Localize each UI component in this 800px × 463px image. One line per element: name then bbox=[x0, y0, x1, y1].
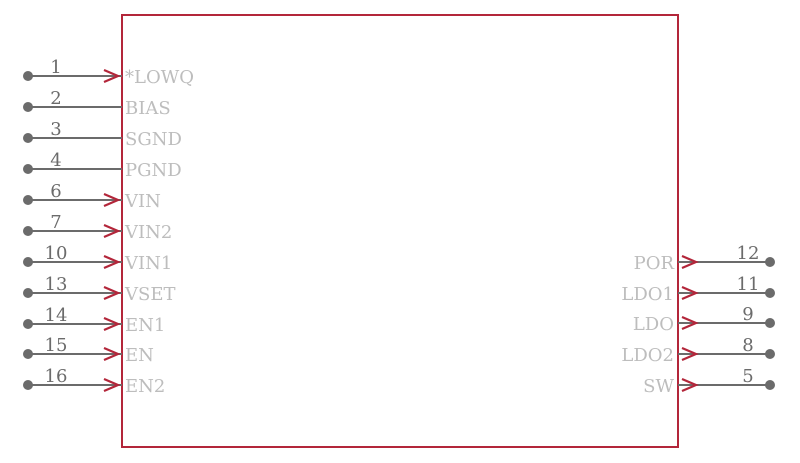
pin-9: 9 LDO bbox=[633, 304, 775, 335]
pin-endpoint-dot bbox=[23, 226, 33, 236]
pin-endpoint-dot bbox=[765, 380, 775, 390]
pin-endpoint-dot bbox=[23, 71, 33, 81]
pin-10: 10 VIN1 bbox=[23, 243, 172, 274]
input-arrow-icon bbox=[103, 316, 121, 332]
pin-3: 3 SGND bbox=[23, 119, 182, 150]
pin-number: 12 bbox=[737, 243, 760, 264]
pin-label: EN1 bbox=[125, 315, 165, 336]
pin-label: LDO1 bbox=[621, 284, 674, 305]
pin-endpoint-dot bbox=[765, 288, 775, 298]
pin-8: 8 LDO2 bbox=[621, 335, 775, 366]
pin-12: 12 POR bbox=[634, 243, 775, 274]
pin-label: SW bbox=[643, 376, 674, 397]
pin-label: VSET bbox=[124, 284, 175, 305]
output-arrow-icon bbox=[681, 346, 699, 362]
pin-16: 16 EN2 bbox=[23, 366, 165, 397]
pin-label: *LOWQ bbox=[125, 67, 194, 88]
input-arrow-icon bbox=[103, 377, 121, 393]
pin-number: 10 bbox=[45, 243, 68, 264]
pin-number: 11 bbox=[737, 274, 760, 295]
pin-endpoint-dot bbox=[23, 380, 33, 390]
output-arrow-icon bbox=[681, 315, 699, 331]
pin-endpoint-dot bbox=[23, 102, 33, 112]
pin-endpoint-dot bbox=[765, 257, 775, 267]
pin-number: 2 bbox=[50, 88, 61, 109]
pin-label: SGND bbox=[125, 129, 182, 150]
pin-number: 5 bbox=[742, 366, 753, 387]
pin-6: 6 VIN bbox=[23, 181, 161, 212]
pin-endpoint-dot bbox=[23, 164, 33, 174]
pin-label: VIN bbox=[124, 191, 161, 212]
pin-7: 7 VIN2 bbox=[23, 212, 172, 243]
pin-endpoint-dot bbox=[23, 195, 33, 205]
pin-15: 15 EN bbox=[23, 335, 154, 366]
pin-endpoint-dot bbox=[765, 318, 775, 328]
ic-body-outline bbox=[121, 14, 679, 448]
pin-14: 14 EN1 bbox=[23, 305, 165, 336]
left-pin-group: 1 *LOWQ 2 BIAS 3 SGND 4 PGND 6 VIN 7 VIN2 10 VIN1 13 VS… bbox=[23, 57, 194, 397]
pin-label: POR bbox=[634, 253, 675, 274]
pin-label: LDO2 bbox=[621, 345, 674, 366]
pin-endpoint-dot bbox=[23, 349, 33, 359]
pin-number: 9 bbox=[742, 304, 753, 325]
pin-13: 13 VSET bbox=[23, 274, 175, 305]
pin-number: 14 bbox=[45, 305, 68, 326]
pin-number: 6 bbox=[50, 181, 61, 202]
pin-endpoint-dot bbox=[765, 349, 775, 359]
pin-label: LDO bbox=[633, 314, 674, 335]
pin-number: 4 bbox=[50, 150, 61, 171]
pin-label: BIAS bbox=[125, 98, 171, 119]
right-pin-group: 12 POR 11 LDO1 9 LDO 8 LDO2 5 SW bbox=[621, 243, 775, 397]
pin-2: 2 BIAS bbox=[23, 88, 171, 119]
pin-endpoint-dot bbox=[23, 288, 33, 298]
input-arrow-icon bbox=[103, 346, 121, 362]
pin-endpoint-dot bbox=[23, 133, 33, 143]
output-arrow-icon bbox=[681, 285, 699, 301]
pin-endpoint-dot bbox=[23, 319, 33, 329]
pin-label: EN2 bbox=[125, 376, 165, 397]
pin-4: 4 PGND bbox=[23, 150, 182, 181]
pin-label: VIN1 bbox=[124, 253, 172, 274]
pin-number: 15 bbox=[45, 335, 68, 356]
pin-label: PGND bbox=[125, 160, 182, 181]
pin-number: 7 bbox=[50, 212, 61, 233]
pin-5: 5 SW bbox=[643, 366, 775, 397]
pin-1: 1 *LOWQ bbox=[23, 57, 194, 88]
input-arrow-icon bbox=[103, 254, 121, 270]
pin-number: 1 bbox=[50, 57, 61, 78]
pin-endpoint-dot bbox=[23, 257, 33, 267]
output-arrow-icon bbox=[681, 377, 699, 393]
output-arrow-icon bbox=[681, 254, 699, 270]
pin-label: VIN2 bbox=[124, 222, 172, 243]
input-arrow-icon bbox=[103, 285, 121, 301]
pin-11: 11 LDO1 bbox=[621, 274, 775, 305]
pin-number: 16 bbox=[45, 366, 68, 387]
pin-number: 3 bbox=[50, 119, 61, 140]
input-arrow-icon bbox=[103, 192, 121, 208]
input-arrow-icon bbox=[103, 68, 121, 84]
pin-number: 8 bbox=[742, 335, 753, 356]
pin-label: EN bbox=[125, 345, 154, 366]
input-arrow-icon bbox=[103, 223, 121, 239]
pin-number: 13 bbox=[45, 274, 68, 295]
